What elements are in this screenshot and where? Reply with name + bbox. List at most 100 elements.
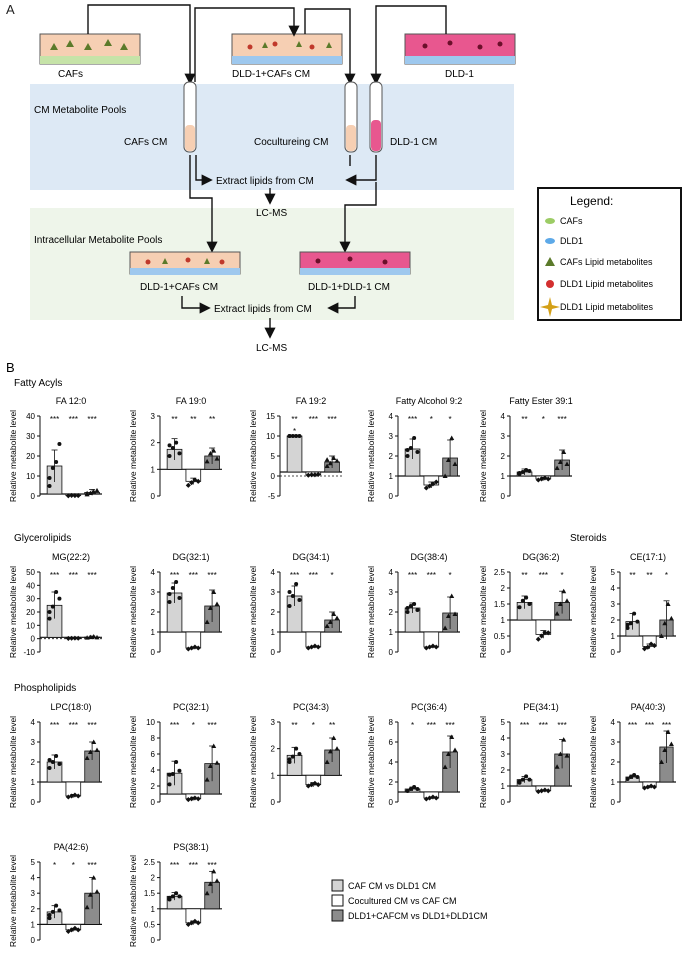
chart-title: LPC(18:0) (50, 702, 91, 712)
y-axis-label: Relative metabolite level (128, 855, 138, 947)
chart-title: FA 12:0 (56, 396, 87, 406)
data-point (668, 741, 674, 746)
data-point (204, 777, 210, 782)
data-point (408, 787, 413, 791)
data-point (214, 456, 220, 461)
y-tick-label: 0 (31, 492, 36, 501)
chart-title: CE(17:1) (630, 552, 666, 562)
data-point (94, 634, 100, 640)
y-tick-label: 2 (271, 608, 276, 617)
y-tick-label: 0 (501, 648, 506, 657)
bar-1 (185, 631, 202, 649)
significance-label: *** (290, 571, 299, 580)
significance-label: *** (87, 721, 96, 730)
data-point (415, 450, 420, 454)
y-tick-label: 1 (611, 632, 616, 641)
significance-label: * (665, 571, 668, 580)
data-point (290, 434, 295, 438)
y-tick-label: 5 (611, 568, 616, 577)
chart-title: PA(40:3) (631, 702, 666, 712)
data-point (167, 454, 172, 458)
data-point (189, 480, 195, 486)
y-tick-label: 10 (266, 432, 275, 441)
data-point (167, 592, 172, 596)
dish-cafs (39, 33, 141, 65)
y-tick-label: 2 (501, 452, 506, 461)
chart-title: DG(34:1) (292, 552, 329, 562)
significance-label: * (411, 721, 414, 730)
y-tick-label: 5 (501, 718, 506, 727)
data-point (517, 471, 522, 475)
data-point (517, 605, 522, 610)
extract-label-2: Extract lipids from CM (214, 304, 312, 315)
significance-label: ** (291, 721, 297, 730)
y-tick-label: 0 (501, 492, 506, 501)
data-point (214, 601, 220, 606)
y-tick-label: 4 (501, 412, 506, 421)
arrow-extract1-left (195, 155, 213, 186)
data-point (211, 868, 217, 874)
data-point (520, 598, 525, 603)
significance-label: ** (521, 415, 527, 424)
y-tick-label: 10 (26, 621, 35, 630)
data-point (449, 593, 455, 598)
y-axis-label: Relative metabolite level (128, 410, 138, 502)
data-point (405, 448, 410, 452)
data-point (520, 777, 525, 782)
data-point (47, 616, 52, 621)
data-point (167, 443, 172, 448)
data-point (84, 490, 90, 496)
y-tick-label: 2 (389, 778, 394, 787)
extract-label-1: Extract lipids from CM (216, 176, 314, 187)
y-tick-label: 1 (389, 628, 394, 637)
y-tick-label: 2 (31, 905, 36, 914)
data-point (545, 630, 551, 636)
y-tick-label: 0.5 (144, 920, 156, 929)
legend-a-item-3: DLD1 Lipid metabolites (560, 279, 654, 289)
chart-title: DG(36:2) (522, 552, 559, 562)
data-point (334, 615, 340, 620)
arrow-to-lower-right (339, 182, 377, 253)
y-tick-label: 40 (26, 412, 35, 421)
y-tick-label: 15 (266, 412, 275, 421)
data-point (305, 472, 311, 478)
y-tick-label: 0 (31, 798, 36, 807)
data-point (91, 875, 97, 880)
chart-title: PS(38:1) (173, 842, 209, 852)
data-point (452, 611, 458, 616)
data-point (449, 734, 455, 739)
data-point (557, 751, 563, 756)
y-tick-label: 2 (151, 874, 156, 883)
data-point (545, 788, 551, 794)
legend-b-item-0: CAF CM vs DLD1 CM (348, 881, 436, 891)
data-point (662, 747, 668, 752)
significance-label: *** (327, 415, 336, 424)
data-point (170, 586, 175, 590)
y-tick-label: 8 (389, 718, 394, 727)
significance-label: *** (662, 721, 671, 730)
chart-title: MG(22:2) (52, 552, 90, 562)
data-point (412, 785, 417, 789)
data-point (94, 889, 100, 894)
data-point (174, 440, 179, 445)
y-tick-label: 1 (271, 771, 276, 780)
data-point (658, 759, 664, 764)
data-point (207, 450, 213, 456)
y-tick-label: 2 (151, 782, 156, 791)
data-point (47, 758, 52, 762)
y-tick-label: 5 (271, 452, 276, 461)
data-point (665, 729, 671, 734)
y-tick-label: 2.5 (494, 568, 506, 577)
data-point (290, 754, 295, 759)
y-tick-label: 1 (151, 628, 156, 637)
panel-b-label: B (6, 360, 15, 375)
y-tick-label: 0 (501, 798, 506, 807)
legend-a-title: Legend: (570, 194, 613, 208)
y-tick-label: 1 (151, 465, 156, 474)
significance-label: *** (427, 721, 436, 730)
data-point (415, 787, 420, 791)
y-tick-label: 3 (501, 750, 506, 759)
significance-label-extra: * (293, 427, 296, 436)
